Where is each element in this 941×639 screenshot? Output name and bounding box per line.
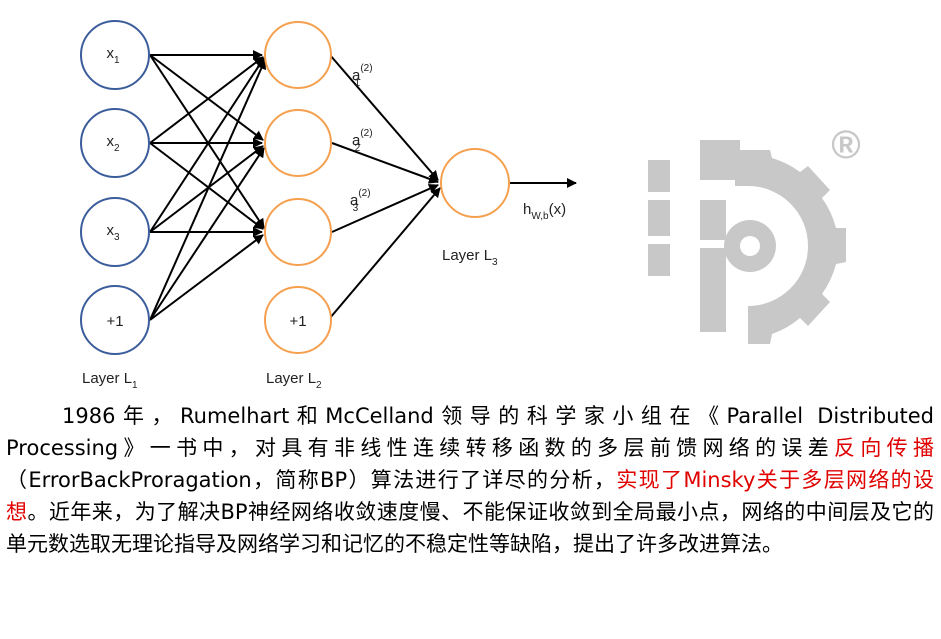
- edges-layer1-to-layer2: [149, 50, 266, 321]
- paragraph-text-2: （ErrorBackProragation，简称BP）算法进行了详尽的分析，: [6, 468, 617, 492]
- description-paragraph: 1986年，Rumelhart和McCelland领导的科学家小组在《Paral…: [6, 400, 934, 560]
- node-label-x2: x2: [106, 133, 120, 154]
- hidden-node-1: [264, 21, 332, 89]
- edges-layer2-to-layer3: [329, 54, 441, 319]
- hidden-bias-node: [264, 286, 332, 354]
- output-label: hW,b(x): [523, 201, 566, 222]
- node-label-x1: x1: [106, 45, 120, 66]
- brand-logo: [648, 140, 846, 344]
- layer3-label: Layer L3: [442, 247, 498, 268]
- node-label-bias1: +1: [106, 313, 123, 330]
- highlight-minsky: 实现了Minsky关于多层网络的设想: [6, 468, 934, 524]
- layer2-nodes: [264, 21, 332, 354]
- layer1-node-labels: x1 x2 x3 +1: [106, 45, 123, 330]
- activation-label-a2: a(2)2: [352, 128, 373, 154]
- layer1-label: Layer L1: [82, 370, 138, 391]
- neural-network-diagram: x1 x2 x3 +1 +1 a(2)1 a(2)2 a(2)3 hW,b(x)…: [80, 20, 861, 391]
- layer2-label: Layer L2: [266, 370, 322, 391]
- output-node: [440, 148, 510, 218]
- paragraph-text-3: 。近年来，为了解决BP神经网络收敛速度慢、不能保证收敛到全局最小点，网络的中间层…: [6, 500, 934, 556]
- hidden-node-3: [264, 198, 332, 266]
- layer1-nodes: [80, 20, 150, 355]
- paragraph-text-1: 1986年，Rumelhart和McCelland领导的科学家小组在《Paral…: [6, 404, 934, 460]
- activation-labels: a(2)1 a(2)2 a(2)3: [350, 63, 373, 214]
- node-label-x3: x3: [106, 222, 120, 243]
- highlight-backpropagation: 反向传播: [834, 436, 935, 460]
- input-node-x1: [80, 20, 150, 90]
- input-node-x2: [80, 108, 150, 178]
- node-label-bias2: +1: [289, 313, 306, 330]
- activation-label-a1: a(2)1: [352, 63, 373, 89]
- activation-label-a3: a(2)3: [350, 188, 371, 214]
- registered-mark: ®: [831, 123, 860, 167]
- input-bias-node: [80, 285, 150, 355]
- input-node-x3: [80, 197, 150, 267]
- hidden-node-2: [264, 109, 332, 177]
